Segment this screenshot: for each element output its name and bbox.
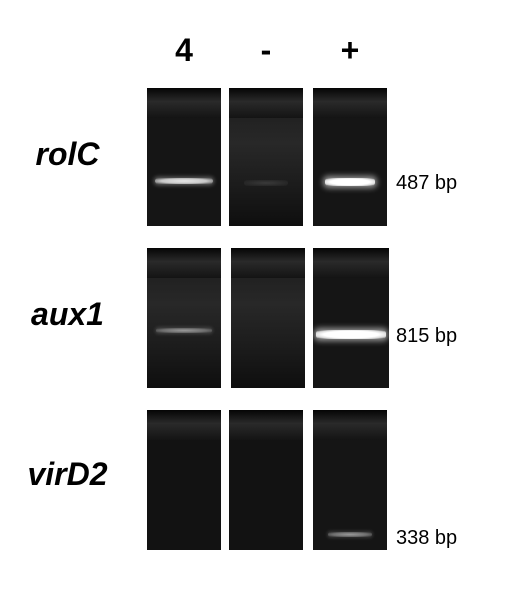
- size-label-vird2: 338 bp: [396, 527, 458, 549]
- gene-label-rolc: rolC: [35, 136, 100, 172]
- gel-rolc-lane-negative: [229, 88, 303, 226]
- band-rolc-lane-4: [155, 178, 213, 184]
- gel-vird2-lane-4: [147, 410, 221, 550]
- gel-vird2-lane-negative: [229, 410, 303, 550]
- band-aux1-lane-4: [156, 328, 212, 333]
- gene-label-aux1: aux1: [31, 296, 104, 332]
- band-aux1-lane-positive: [316, 330, 386, 339]
- lane-label-4: 4: [175, 32, 193, 68]
- gel-rolc-lane-4: [147, 88, 221, 226]
- gel-aux1-lane-positive: [313, 248, 389, 388]
- band-rolc-lane-negative: [244, 180, 288, 186]
- gel-rolc-lane-positive: [313, 88, 387, 226]
- gel-aux1-lane-4: [147, 248, 221, 388]
- band-vird2-lane-positive: [328, 532, 372, 537]
- gene-label-vird2: virD2: [27, 456, 108, 492]
- size-label-aux1: 815 bp: [396, 325, 458, 347]
- gel-aux1-lane-negative: [231, 248, 305, 388]
- gel-vird2-lane-positive: [313, 410, 387, 550]
- size-label-rolc: 487 bp: [396, 172, 458, 194]
- lane-label-positive: +: [340, 32, 360, 68]
- band-rolc-lane-positive: [325, 178, 375, 186]
- lane-label-negative: -: [260, 32, 272, 68]
